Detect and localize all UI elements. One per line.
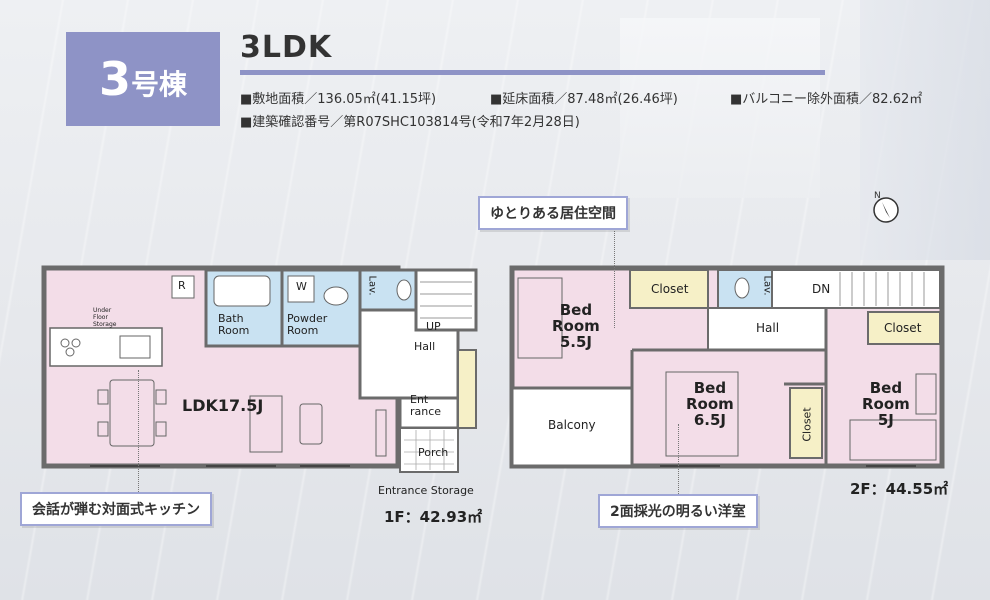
stove	[60, 338, 81, 357]
closet-middle	[789, 387, 823, 459]
balcony	[510, 386, 634, 468]
closet-middle-label: Closet	[800, 407, 814, 442]
hall-1f-label: Hall	[414, 340, 436, 353]
building-number: 3	[98, 52, 131, 106]
entrance-storage-label: Entrance Storage	[378, 484, 474, 497]
ldk-label: LDK17.5J	[182, 396, 264, 415]
closet-top	[629, 269, 709, 309]
porch-area	[399, 427, 459, 473]
building-suffix: 号棟	[131, 68, 188, 101]
dining-table	[109, 379, 155, 447]
building-number-badge: 3 号棟	[66, 32, 220, 126]
floor-area-text: ■延床面積／87.48㎡(26.46坪)	[490, 92, 678, 107]
fridge	[171, 275, 195, 299]
kitchen-callout: 会話が弾む対面式キッチン	[20, 492, 212, 526]
stairs-down	[771, 269, 941, 309]
lav-1f-label: Lav.	[366, 275, 378, 296]
spacious-leader	[614, 224, 615, 328]
excl-balcony-area-text: ■バルコニー除外面積／82.62㎡	[730, 92, 923, 107]
toilet-1f	[396, 279, 412, 301]
tv-stand	[375, 409, 387, 457]
building-permit-text: ■建築確認番号／第R07SHC103814号(令和7年2月28日)	[240, 115, 580, 130]
closet-top-label: Closet	[651, 282, 689, 296]
toilet-2f	[734, 277, 750, 299]
floor2-area: 2F：44.55㎡	[850, 480, 949, 498]
entrance-storage	[457, 349, 477, 429]
up-label: UP	[426, 320, 441, 333]
svg-text:N: N	[874, 191, 881, 201]
stairs-up	[414, 268, 478, 332]
coffee-table	[299, 403, 323, 445]
bed-1	[517, 277, 563, 359]
sofa	[249, 395, 283, 453]
fridge-label: R	[178, 279, 186, 292]
kitchen-sink	[119, 335, 151, 359]
lav-2f-label: Lav.	[761, 275, 773, 296]
title-underline	[240, 70, 825, 75]
spacious-callout: ゆとりある居住空間	[478, 196, 628, 230]
closet-right	[867, 311, 941, 345]
washer-label: W	[296, 280, 307, 293]
floor1-hall	[358, 308, 460, 400]
kitchen-leader	[138, 370, 139, 492]
closet-right-label: Closet	[884, 321, 922, 335]
site-area-text: ■敷地面積／136.05㎡(41.15坪)	[240, 92, 437, 107]
desk-3	[915, 373, 937, 415]
bathtub	[213, 275, 271, 307]
bed-2	[665, 371, 739, 457]
bedroom-callout: 2面採光の明るい洋室	[598, 494, 758, 528]
floor1-plan	[41, 265, 478, 473]
washbasin	[323, 286, 349, 306]
background-window	[620, 18, 820, 198]
balcony-label: Balcony	[548, 418, 596, 432]
bedroom-leader	[678, 424, 679, 494]
layout-type-title: 3LDK	[240, 30, 333, 65]
floor2-plan	[509, 265, 945, 469]
floor1-area: 1F：42.93㎡	[384, 508, 483, 526]
hall-2f-label: Hall	[756, 321, 780, 335]
dn-label: DN	[812, 282, 831, 296]
washer	[287, 275, 315, 303]
porch-label: Porch	[418, 446, 449, 459]
compass-icon: N	[873, 191, 899, 223]
bed-3	[849, 419, 937, 461]
